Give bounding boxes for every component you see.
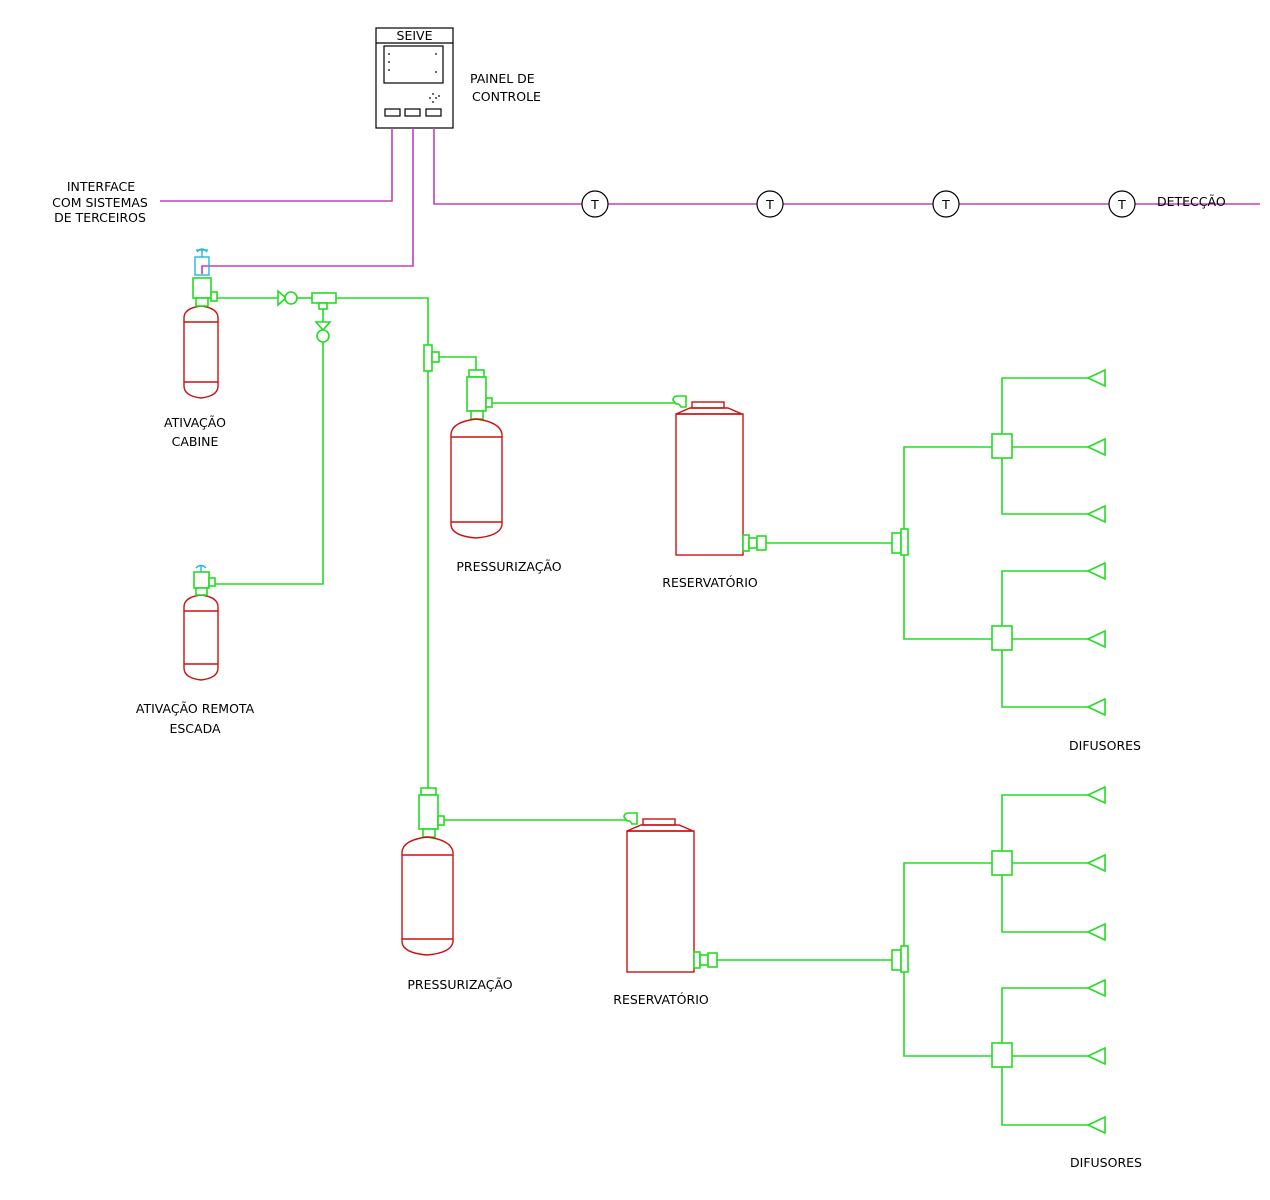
- diffuser-nozzle: [1086, 785, 1106, 805]
- activation-piping: [215, 289, 477, 788]
- interface-label-line3: DE TERCEIROS: [54, 210, 146, 225]
- diffuser-nozzle: [1086, 1046, 1106, 1066]
- svg-text:T: T: [590, 197, 599, 212]
- cylinder-valve-remote: [193, 564, 216, 596]
- diffuser-nozzle: [1086, 368, 1106, 388]
- diffuser-nozzle: [1086, 853, 1106, 873]
- panel-indicator-dots: [388, 53, 440, 103]
- activation-cabine-label-line2: CABINE: [172, 434, 219, 449]
- signal-wiring: [160, 128, 1260, 274]
- svg-text:T: T: [765, 197, 774, 212]
- diffuser-nozzles-1: [1086, 368, 1106, 717]
- reservoir-label-2: RESERVATÓRIO: [613, 992, 709, 1007]
- activation-remote-label-line1: ATIVAÇÃO REMOTA: [136, 701, 255, 716]
- detection-wire: [433, 128, 1260, 205]
- diffusers-label-2: DIFUSORES: [1070, 1155, 1142, 1170]
- pressurization-cylinder-2: [401, 787, 454, 956]
- solenoid-valve-cabine: [194, 248, 210, 276]
- cylinder-valve-cabine: [192, 277, 218, 307]
- panel-button-3: [425, 108, 442, 117]
- diffuser-nozzle: [1086, 697, 1106, 717]
- distribution-piping-1: [766, 377, 1088, 708]
- detector-4: T: [1108, 190, 1136, 218]
- diffuser-nozzle: [1086, 1115, 1106, 1135]
- panel-button-2: [404, 108, 421, 117]
- pressurization-label-1: PRESSURIZAÇÃO: [456, 559, 561, 574]
- detector-2: T: [756, 190, 784, 218]
- panel-label-line2: CONTROLE: [472, 89, 541, 104]
- reservoir-label-1: RESERVATÓRIO: [662, 575, 758, 590]
- detector-3: T: [932, 190, 960, 218]
- panel-button-1: [384, 108, 401, 117]
- diffusers-label-1: DIFUSORES: [1069, 738, 1141, 753]
- activation-cylinder-remote: [183, 594, 219, 681]
- detection-label: DETECÇÃO: [1157, 194, 1226, 209]
- tee-fitting-activation: [311, 292, 337, 304]
- check-valve-horizontal: [277, 289, 298, 307]
- diffuser-nozzle: [1086, 437, 1106, 457]
- svg-text:T: T: [1117, 197, 1126, 212]
- panel-display: [383, 45, 444, 84]
- diffuser-nozzle: [1086, 922, 1106, 942]
- diffuser-nozzle: [1086, 629, 1106, 649]
- pressurization-label-2: PRESSURIZAÇÃO: [407, 977, 512, 992]
- reservoir-1: [672, 395, 767, 556]
- diffuser-nozzle: [1086, 978, 1106, 998]
- distribution-piping-2: [717, 794, 1088, 1126]
- panel-brand: SEIVE: [397, 28, 433, 43]
- diffuser-nozzles-2: [1086, 785, 1106, 1135]
- actuator-wire: [201, 128, 414, 274]
- diffuser-nozzle: [1086, 504, 1106, 524]
- svg-text:T: T: [941, 197, 950, 212]
- interface-label-line1: INTERFACE: [67, 179, 135, 194]
- activation-cylinder-cabine: [183, 305, 219, 399]
- activation-cabine-label-line1: ATIVAÇÃO: [164, 415, 226, 430]
- tee-fitting-main: [423, 344, 433, 372]
- interface-label-line2: COM SISTEMAS: [52, 195, 148, 210]
- check-valve-vertical: [314, 321, 332, 343]
- reservoir-2: [623, 812, 718, 973]
- control-panel: SEIVE: [375, 27, 454, 129]
- panel-label-line1: PAINEL DE: [470, 71, 535, 86]
- pressurization-cylinder-1: [450, 369, 503, 539]
- detector-1: T: [581, 190, 609, 218]
- interface-wire: [160, 128, 393, 202]
- activation-remote-label-line2: ESCADA: [169, 721, 221, 736]
- diffuser-nozzle: [1086, 561, 1106, 581]
